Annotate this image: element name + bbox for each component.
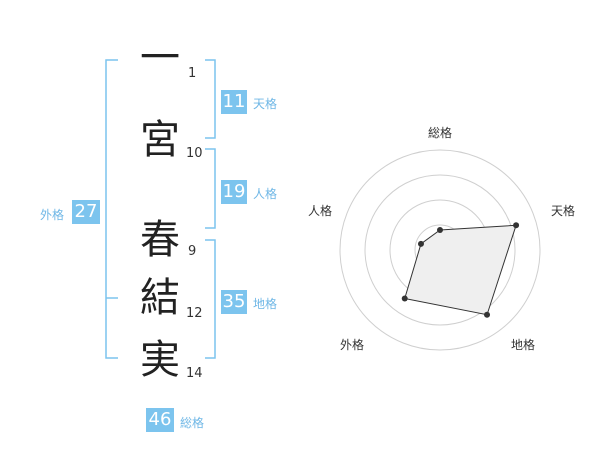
jinkaku-label: 人格 xyxy=(253,187,278,201)
radar-ring xyxy=(364,174,516,326)
chikaku-label: 地格 xyxy=(253,297,278,311)
jinkaku-value-box: 19 xyxy=(221,180,247,204)
stroke-count-4: 12 xyxy=(186,306,203,321)
radar-ring xyxy=(339,149,541,351)
stroke-count-5: 14 xyxy=(186,366,203,381)
name-char-5: 実 xyxy=(140,337,180,383)
radar-point-0 xyxy=(437,227,443,233)
radar-axis-label-jinkaku: 人格 xyxy=(308,204,333,218)
stroke-count-2: 10 xyxy=(186,146,203,161)
radar-axis-label-tenkaku: 天格 xyxy=(551,204,576,218)
radar-point-1 xyxy=(513,222,520,229)
radar-axis-label-gaikaku: 外格 xyxy=(340,338,365,352)
radar-point-4 xyxy=(417,240,424,247)
stroke-count-3: 9 xyxy=(188,244,197,259)
radar-axis-label-soukaku: 総格 xyxy=(428,126,453,140)
name-char-4: 結 xyxy=(140,275,180,321)
tenkaku-label: 天格 xyxy=(253,97,278,111)
gaikaku-value-box: 27 xyxy=(72,200,100,224)
gaikaku-label: 外格 xyxy=(40,208,65,222)
name-char-1: 一 xyxy=(140,35,180,81)
soukaku-label: 総格 xyxy=(180,416,205,430)
name-char-2: 宮 xyxy=(140,117,180,163)
radar-axis-label-chikaku: 地格 xyxy=(511,338,536,352)
soukaku-value-box: 46 xyxy=(146,408,174,432)
chikaku-value-box: 35 xyxy=(221,290,247,314)
radar-point-2 xyxy=(484,311,491,318)
radar-series-polygon xyxy=(404,224,517,316)
tenkaku-value-box: 11 xyxy=(221,90,247,114)
name-char-3: 春 xyxy=(140,217,180,263)
radar-point-3 xyxy=(401,295,408,302)
stroke-count-1: 1 xyxy=(188,66,197,81)
